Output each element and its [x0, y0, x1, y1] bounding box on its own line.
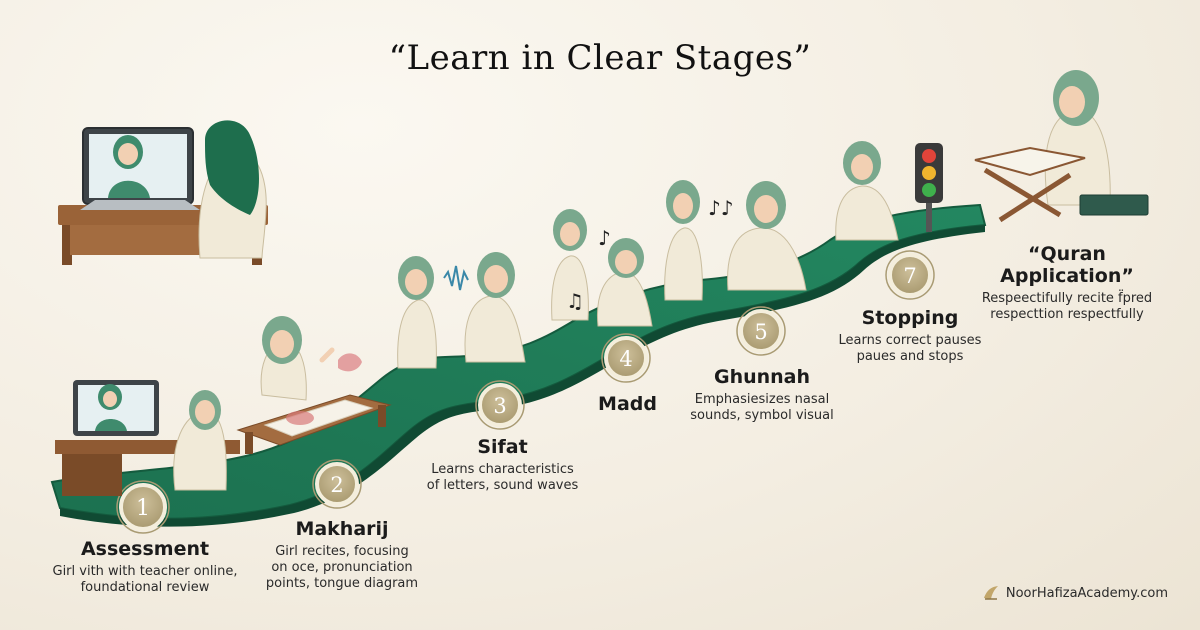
assessment-illustration: [55, 380, 240, 496]
stage-badge-7: 7: [885, 250, 935, 300]
stage-label-sifat: Sifat Learns characteristics of letters,…: [420, 436, 585, 494]
stage-description: respecttion respectfully: [990, 307, 1144, 322]
stage-badge-number: 7: [903, 264, 916, 288]
stage-badge-2: 2: [312, 459, 362, 509]
stage-description: paues and stops: [856, 349, 964, 364]
stage-label-ghunnah: Ghunnah Emphasiesizes nasal sounds, symb…: [682, 366, 842, 424]
stage-badge-5: 5: [736, 306, 786, 356]
music-note-icon: ♫: [566, 289, 584, 313]
stage-description: of letters, sound waves: [426, 478, 579, 493]
stage-description: Learns characteristics: [431, 462, 574, 477]
stage-description: points, tongue diagram: [265, 576, 419, 591]
stage-badge-3: 3: [475, 380, 525, 430]
stage-label-makharij: Makharij Girl recites, focusing on oce, …: [262, 518, 422, 592]
madd-illustration: ♪ ♫: [551, 180, 703, 327]
stage-badge-1: 1: [116, 480, 170, 534]
makharij-illustration: [236, 316, 392, 454]
stage-description: on oce, pronunciation: [271, 560, 413, 575]
stage-description: sounds, symbol visual: [690, 408, 834, 423]
stage-description: Girl recites, focusing: [275, 544, 409, 559]
stage-badge-number: 1: [136, 496, 150, 521]
stopping-illustration: [835, 141, 943, 241]
stage-badge-number: 4: [619, 347, 632, 371]
stage-description: Learns correct pauses: [838, 333, 982, 348]
stage-name: Madd: [598, 393, 657, 415]
stage-label-assessment: Assessment Girl vith with teacher online…: [40, 538, 250, 596]
stage-badge-number: 5: [754, 320, 767, 344]
stage-name: “Quran Application”: [1000, 243, 1134, 287]
stage-label-quran-application: “Quran Application” Respeectifully recit…: [962, 243, 1172, 323]
stage-name: Stopping: [861, 307, 959, 329]
stage-name: Ghunnah: [713, 366, 811, 388]
stage-label-stopping: Stopping Learns correct pauses paues and…: [825, 307, 995, 365]
brand-logo-icon: [983, 586, 998, 600]
sifat-illustration: [397, 252, 526, 369]
ghunnah-illustration: ♪♪: [708, 181, 807, 291]
quran-application-illustration: [974, 70, 1149, 223]
stage-description: Emphasiesizes nasal: [694, 392, 830, 407]
stage-badge-4: 4: [601, 333, 651, 383]
music-note-icon: ♪♪: [708, 196, 734, 220]
stage-label-madd: Madd: [585, 393, 670, 419]
stage-name: Assessment: [80, 538, 210, 560]
stage-description: Respeectifully recite f̈pred: [981, 291, 1153, 306]
stage-badge-number: 3: [493, 394, 506, 418]
stage-name: Sifat: [477, 436, 528, 458]
traffic-light-icon: [915, 143, 943, 232]
music-note-icon: ♪: [598, 226, 611, 250]
stage-name: Makharij: [295, 518, 389, 540]
brand-footer: NoorHafizaAcademy.com: [982, 584, 1168, 602]
stage-description: Girl vith with teacher online,: [52, 564, 238, 579]
stage-badge-number: 2: [330, 473, 343, 497]
stage-description: foundational review: [80, 580, 210, 595]
brand-name: NoorHafizaAcademy.com: [1005, 585, 1168, 601]
page-title: “Learn in Clear Stages”: [388, 38, 812, 78]
online-session-illustration: [58, 120, 268, 265]
